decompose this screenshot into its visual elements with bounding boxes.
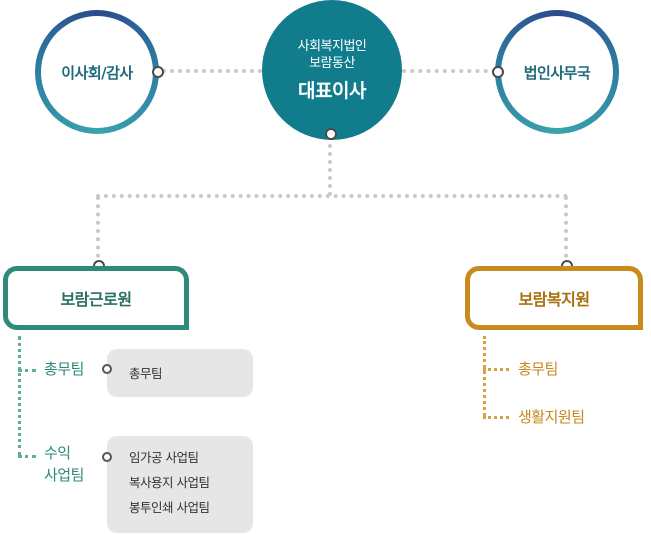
connector-branch	[96, 194, 568, 198]
group-revenue-label-2: 사업팀	[44, 466, 84, 484]
group-revenue-label-1: 수익	[44, 444, 71, 462]
right-subtree-branch-1	[483, 368, 509, 371]
connector-center-down	[328, 136, 332, 196]
dept-boram-work-center-label: 보람근로원	[60, 290, 132, 309]
team-item: 봉투인쇄 사업팀	[129, 500, 210, 515]
team-item: 임가공 사업팀	[129, 450, 199, 465]
ceo-org-line1: 사회복지법인	[297, 38, 367, 54]
connector-branch-left	[96, 196, 100, 266]
team-life-support-label: 생활지원팀	[518, 408, 585, 426]
ceo-org-line2: 보람동산	[309, 55, 355, 71]
dept-boram-welfare-center-label: 보람복지원	[518, 290, 590, 309]
team-box-revenue: 임가공 사업팀 복사용지 사업팀 봉투인쇄 사업팀	[107, 436, 253, 533]
group-general-affairs-label: 총무팀	[44, 360, 84, 378]
board-audit-label: 이사회/감사	[41, 16, 153, 128]
corporate-office-label: 법인사무국	[501, 16, 613, 128]
team-box-general-affairs: 총무팀	[107, 349, 253, 397]
connector-dot	[325, 128, 337, 140]
connector-center-right	[402, 69, 496, 73]
ceo-node: 사회복지법인 보람동산 대표이사	[262, 0, 402, 140]
left-subtree-branch-2	[18, 455, 36, 458]
connector-dot	[152, 66, 164, 78]
team-general-affairs-label: 총무팀	[518, 360, 558, 378]
connector-dot	[102, 364, 112, 374]
corporate-office-node: 법인사무국	[495, 10, 619, 134]
connector-left-center	[162, 69, 262, 73]
dept-boram-welfare-center: 보람복지원	[465, 266, 643, 330]
right-subtree-line	[483, 336, 486, 416]
left-subtree-line	[18, 336, 21, 456]
team-item: 복사용지 사업팀	[129, 475, 210, 490]
left-subtree-branch-1	[18, 369, 36, 372]
team-item: 총무팀	[129, 365, 163, 381]
board-audit-node: 이사회/감사	[35, 10, 159, 134]
right-subtree-branch-2	[483, 416, 509, 419]
connector-dot	[102, 452, 112, 462]
ceo-title: 대표이사	[298, 79, 366, 102]
connector-branch-right	[564, 196, 568, 266]
dept-boram-work-center: 보람근로원	[3, 266, 189, 330]
connector-dot	[492, 66, 504, 78]
